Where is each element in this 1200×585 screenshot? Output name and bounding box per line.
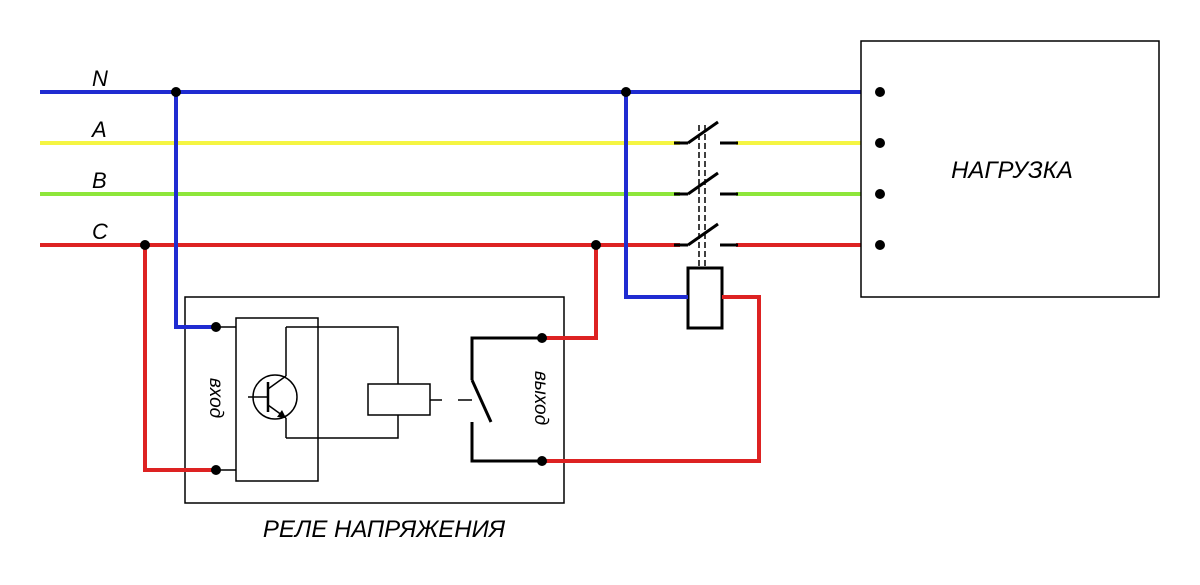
load-label: НАГРУЗКА — [951, 157, 1073, 184]
line-n-label: N — [92, 66, 108, 91]
wire-c-relay-output — [542, 245, 598, 340]
wire-c-relay-input — [143, 245, 216, 472]
line-b-label: B — [92, 168, 107, 193]
line-c-label: C — [92, 219, 108, 244]
relay-output-contact — [470, 336, 542, 463]
junction-dots — [140, 87, 885, 475]
load-box — [860, 40, 1160, 298]
relay-input-label: вход — [205, 378, 226, 418]
wire-neutral-relay-input — [174, 92, 216, 329]
relay-title: РЕЛЕ НАПРЯЖЕНИЯ — [263, 516, 506, 543]
relay-electronics — [216, 317, 472, 482]
internal-relay-coil — [367, 383, 431, 416]
relay-output-label: выход — [530, 371, 551, 425]
wire-neutral-coil — [624, 92, 688, 299]
relay-box — [184, 296, 565, 504]
power-lines — [40, 90, 880, 247]
contactor-contacts — [674, 120, 738, 268]
wire-relay-output-coil — [542, 295, 761, 463]
contactor-coil — [686, 266, 724, 330]
line-a-label: A — [90, 117, 107, 142]
